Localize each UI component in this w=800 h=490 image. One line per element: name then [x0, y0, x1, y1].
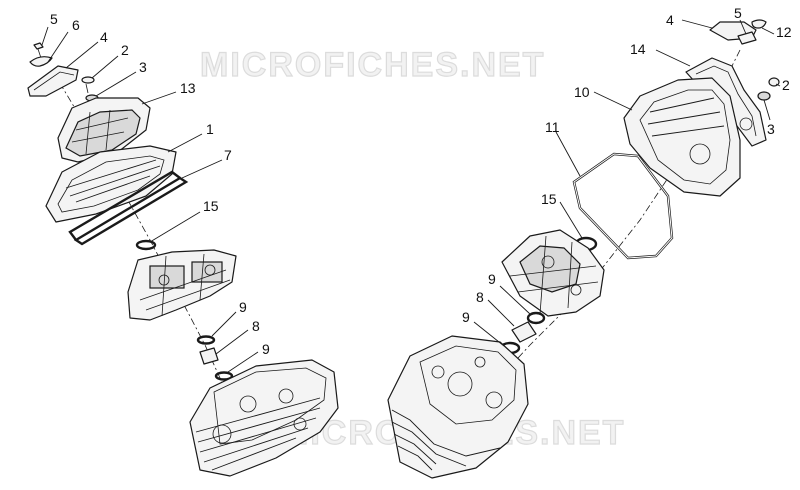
right-leader-lines — [473, 19, 781, 347]
callout-right-4: 4 — [666, 12, 674, 28]
callout-left-6: 6 — [72, 17, 80, 33]
right-rocker-assembly-part — [501, 229, 605, 317]
callout-left-7: 7 — [224, 147, 232, 163]
callout-left-8: 8 — [252, 318, 260, 334]
callout-left-4: 4 — [100, 29, 108, 45]
callout-right-8: 8 — [476, 289, 484, 305]
left-screw-part — [33, 42, 44, 59]
callout-right-11: 11 — [545, 119, 560, 135]
left-clip-part — [29, 56, 53, 67]
left-valve-cover-part — [45, 145, 177, 223]
callout-left-9b: 9 — [262, 341, 270, 357]
left-small-cover-part — [27, 65, 79, 97]
callout-left-3: 3 — [139, 59, 147, 75]
left-upper-cover-part — [57, 97, 151, 163]
left-cylinder-head-part — [189, 359, 339, 477]
right-gasket-part — [572, 152, 674, 260]
left-washer-parts — [81, 76, 99, 102]
callout-left-15: 15 — [203, 198, 219, 214]
left-gasket-part — [68, 170, 189, 246]
callout-left-13: 13 — [180, 80, 196, 96]
callout-right-3: 3 — [767, 121, 775, 137]
right-valve-cover-part — [623, 77, 741, 197]
right-assembly-axis — [469, 49, 741, 411]
callout-right-10: 10 — [574, 84, 590, 100]
left-shim-parts — [196, 335, 234, 381]
callout-left-5: 5 — [50, 11, 58, 27]
callout-right-9b: 9 — [462, 309, 470, 325]
watermark-top: MICROFICHES.NET — [200, 46, 545, 84]
callout-left-9a: 9 — [239, 299, 247, 315]
callout-right-9a: 9 — [488, 271, 496, 287]
left-oring-part — [135, 239, 157, 251]
callout-right-12: 12 — [776, 24, 792, 40]
callout-left-1: 1 — [206, 121, 214, 137]
callout-left-2: 2 — [121, 42, 129, 58]
right-washer-parts — [757, 77, 780, 101]
left-leader-lines — [41, 26, 259, 373]
callout-right-15: 15 — [541, 191, 557, 207]
callout-right-5: 5 — [734, 5, 742, 21]
callout-right-2: 2 — [782, 77, 790, 93]
callout-right-14: 14 — [630, 41, 646, 57]
right-cylinder-head-part — [387, 335, 529, 479]
right-screw-part — [737, 19, 767, 45]
left-rocker-assembly-part — [127, 249, 237, 321]
